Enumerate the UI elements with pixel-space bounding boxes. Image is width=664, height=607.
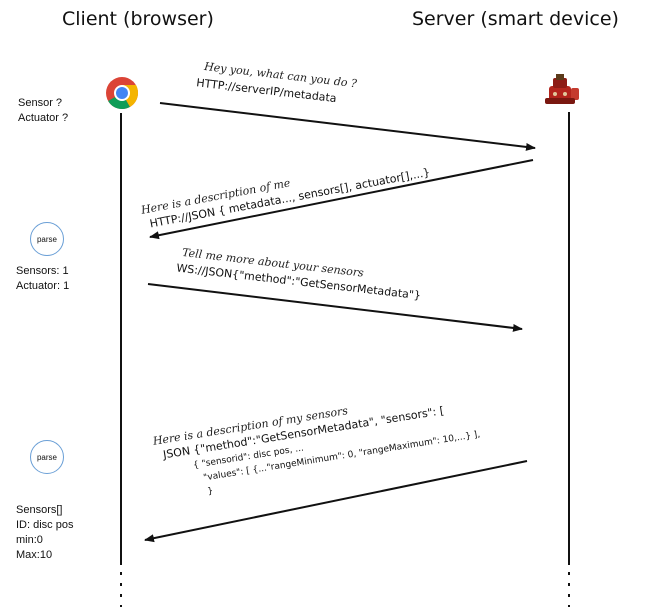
note-line: Sensors: 1: [16, 265, 69, 277]
client-header: Client (browser): [62, 8, 214, 30]
parse-label: parse: [36, 234, 57, 244]
note-line: Sensor ?: [18, 97, 63, 109]
client-note-query: Sensor ? Actuator ?: [18, 96, 68, 126]
arrow-metadata-request: [159, 102, 536, 151]
robot-device-icon: [543, 72, 583, 112]
arrow-sensor-request: [147, 283, 523, 332]
note-line: Max:10: [16, 549, 53, 561]
parse-step-2: parse: [30, 440, 64, 474]
chrome-logo-icon: [105, 76, 139, 114]
arrow-sensor-response: [144, 460, 528, 543]
parse-step-1: parse: [30, 222, 64, 256]
parse-label: parse: [36, 452, 57, 462]
client-note-counts: Sensors: 1 Actuator: 1: [16, 264, 69, 294]
note-line: Sensors[]: [16, 504, 63, 516]
note-line: ID: disc pos: [16, 519, 74, 531]
note-line: Actuator: 1: [16, 280, 70, 292]
note-line: Actuator ?: [18, 112, 69, 124]
note-line: min:0: [16, 534, 43, 546]
server-header: Server (smart device): [412, 8, 619, 30]
client-note-sensor-details: Sensors[] ID: disc pos min:0 Max:10: [16, 503, 73, 563]
arrow-metadata-response: [149, 159, 534, 240]
